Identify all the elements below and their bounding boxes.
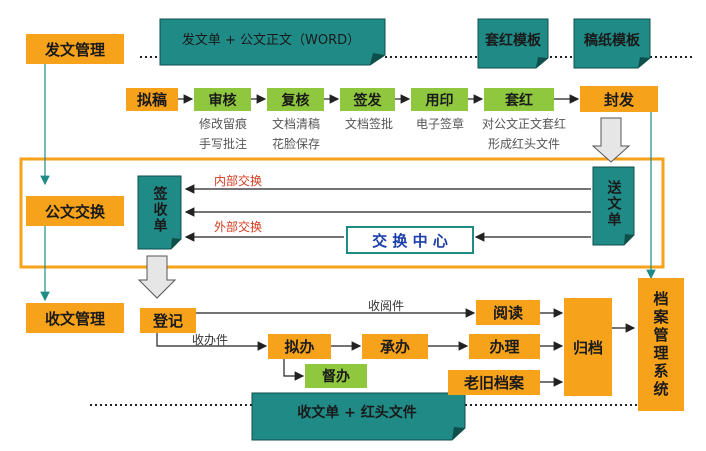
exchange-center: 交 换 中 心 — [346, 226, 474, 254]
receipt-label: 签收单 — [151, 186, 168, 234]
exchange-box: 公文交换 — [26, 196, 124, 226]
archive-system-box: 档案管理系统 — [638, 278, 684, 411]
internal-exchange-label: 内部交换 — [214, 174, 263, 188]
process-box: 办理 — [469, 334, 540, 359]
read-doc-label: 收阅件 — [368, 299, 405, 313]
undertake-box: 承办 — [362, 334, 428, 359]
step-seal-send: 封发 — [580, 86, 658, 112]
red-template-label: 套红模板 — [485, 33, 541, 49]
step-seal: 用印 — [411, 88, 468, 111]
external-exchange-label: 外部交换 — [214, 220, 263, 234]
step-review: 审核 — [194, 88, 251, 111]
register-box: 登记 — [140, 308, 196, 333]
exchange-frame — [19, 157, 665, 269]
recheck-sublabel: 文档清稿花脸保存 — [271, 117, 320, 151]
doc-banner-label: 发文单 + 公文正文（WORD） — [181, 32, 361, 48]
seal-sublabel: 电子签章 — [415, 117, 464, 131]
handle-doc-line — [156, 333, 268, 351]
step-recheck: 复核 — [267, 88, 324, 111]
read-box: 阅读 — [476, 300, 540, 325]
archive-box: 归档 — [564, 298, 612, 396]
step-sign: 签发 — [340, 88, 395, 111]
supervise-line — [283, 358, 305, 381]
supervise-box: 督办 — [305, 364, 367, 388]
review-sublabel: 修改留痕手写批注 — [198, 117, 247, 151]
sign-sublabel: 文档签批 — [344, 117, 393, 131]
step-redhead: 套红 — [484, 88, 554, 111]
send-doc-label: 送文单 — [605, 180, 622, 228]
paper-template-label: 稿纸模板 — [584, 33, 640, 49]
redhead-sublabel: 对公文正文套红形成红头文件 — [481, 117, 566, 151]
propose-box: 拟办 — [268, 334, 331, 359]
handle-doc-label: 收办件 — [192, 333, 229, 347]
bottom-banner-label: 收文单 + 红头文件 — [297, 405, 417, 421]
old-archive-box: 老旧档案 — [448, 370, 540, 395]
down-arrow-to-register — [137, 255, 177, 299]
receive-management-box: 收文管理 — [26, 303, 124, 333]
send-management-box: 发文管理 — [26, 34, 124, 64]
down-arrow-to-send-doc — [591, 117, 631, 163]
step-draft: 拟稿 — [126, 88, 178, 111]
